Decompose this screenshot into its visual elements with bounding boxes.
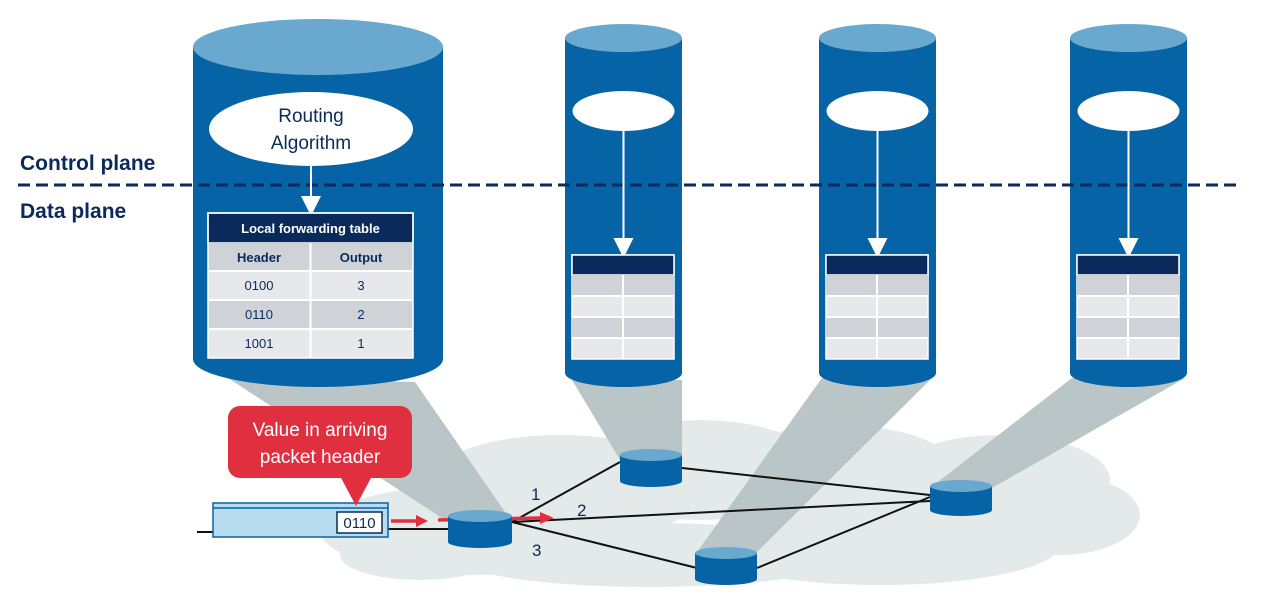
- table-cell: 1001: [245, 336, 274, 351]
- table-cell: 0110: [245, 307, 273, 322]
- routing-algorithm-line1: Routing: [278, 106, 344, 127]
- port-label-3: 3: [532, 541, 541, 560]
- callout-bubble: Value in arriving packet header: [228, 406, 412, 506]
- routing-algorithm-ellipse: [209, 92, 413, 166]
- packet-header-box: [336, 511, 383, 534]
- packet-header-value: 0110: [343, 515, 375, 532]
- beam-4: [930, 378, 1185, 488]
- control-plane-label: Control plane: [20, 152, 155, 175]
- router-3: [695, 547, 757, 585]
- callout-line1: Value in arriving: [253, 420, 388, 441]
- table-cell: 1: [357, 336, 364, 351]
- table-cell: 3: [357, 278, 364, 293]
- port-label-2: 2: [577, 501, 586, 520]
- routing-algorithm-ellipse-2: [572, 91, 675, 131]
- routing-algorithm-line2: Algorithm: [271, 133, 351, 154]
- routing-algorithm-ellipse-3: [826, 91, 929, 131]
- router-4: [930, 480, 992, 516]
- routing-algorithm-ellipse-4: [1077, 91, 1180, 131]
- forwarding-table-title: Local forwarding table: [241, 221, 380, 236]
- forwarding-table: Local forwarding table Header Output 010…: [207, 212, 414, 359]
- beam-2: [572, 380, 682, 460]
- router-3-control: [825, 91, 929, 360]
- router-main: [448, 510, 512, 548]
- table-header-header: Header: [237, 250, 281, 265]
- data-plane-label: Data plane: [20, 200, 126, 223]
- router-2: [620, 449, 682, 487]
- table-cell: 2: [357, 307, 364, 322]
- network-links: [197, 461, 931, 569]
- table-cell: 0100: [245, 278, 274, 293]
- callout-line2: packet header: [260, 447, 381, 468]
- port-label-1: 1: [531, 485, 540, 504]
- beam-3: [697, 378, 932, 552]
- incoming-packet: 0110: [212, 502, 389, 538]
- table-header-output: Output: [340, 250, 383, 265]
- router-2-control: [571, 91, 675, 360]
- router-4-control: [1076, 91, 1180, 360]
